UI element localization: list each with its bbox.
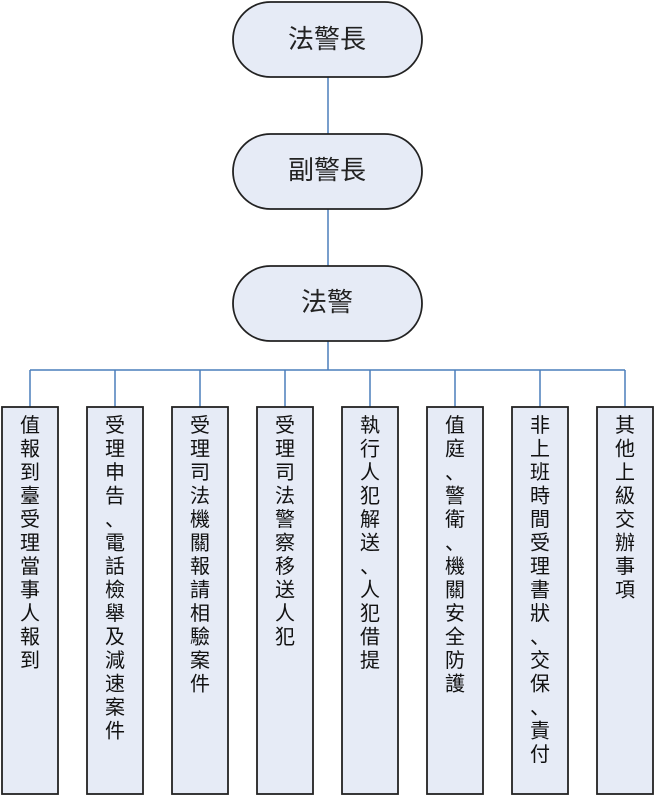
node-chief: 法警長 — [232, 1, 423, 78]
duty-box-6: 值庭、警衛、機關安全防護 — [426, 406, 484, 795]
duty-box-shape — [86, 406, 144, 795]
connectors — [29, 77, 626, 407]
duty-boxes: 值報到臺受理當事人報到 受理申告、電話檢舉及減速案件 受理司法機關報請相驗案件 受理司… — [1, 406, 654, 795]
duty-box-shape — [596, 406, 654, 795]
duty-box-7: 非上班時間受理書狀、交保、責付 — [511, 406, 569, 795]
node-deputy-shape — [232, 133, 423, 210]
node-officer-label: 法警 — [301, 288, 353, 318]
node-chief-shape — [232, 1, 423, 78]
duty-label-4: 受理司法警察移送人犯 — [275, 413, 295, 649]
duty-box-shape — [256, 406, 314, 795]
duty-box-4: 受理司法警察移送人犯 — [256, 406, 314, 795]
duty-label-7: 非上班時間受理書狀、交保、責付 — [530, 413, 550, 766]
duty-label-3: 受理司法機關報請相驗案件 — [190, 413, 210, 696]
duty-box-shape — [426, 406, 484, 795]
duty-box-shape — [511, 406, 569, 795]
duty-label-2: 受理申告、電話檢舉及減速案件 — [105, 413, 125, 743]
duty-box-shape — [341, 406, 399, 795]
connector-drops — [29, 370, 626, 407]
duty-label-8: 其他上級交辦事項 — [615, 413, 635, 602]
node-deputy-label: 副警長 — [288, 156, 366, 186]
duty-box-1: 值報到臺受理當事人報到 — [1, 406, 59, 795]
duty-box-3: 受理司法機關報請相驗案件 — [171, 406, 229, 795]
duty-label-6: 值庭、警衛、機關安全防護 — [445, 413, 465, 696]
duty-box-shape — [171, 406, 229, 795]
duty-box-5: 執行人犯解送、人犯借提 — [341, 406, 399, 795]
duty-box-8: 其他上級交辦事項 — [596, 406, 654, 795]
node-officer: 法警 — [232, 265, 423, 342]
duty-box-shape — [1, 406, 59, 795]
duty-box-2: 受理申告、電話檢舉及減速案件 — [86, 406, 144, 795]
node-chief-label: 法警長 — [288, 25, 366, 55]
duty-label-5: 執行人犯解送、人犯借提 — [360, 413, 380, 672]
node-deputy: 副警長 — [232, 133, 423, 210]
duty-label-1: 值報到臺受理當事人報到 — [20, 413, 40, 672]
node-officer-shape — [232, 265, 423, 342]
